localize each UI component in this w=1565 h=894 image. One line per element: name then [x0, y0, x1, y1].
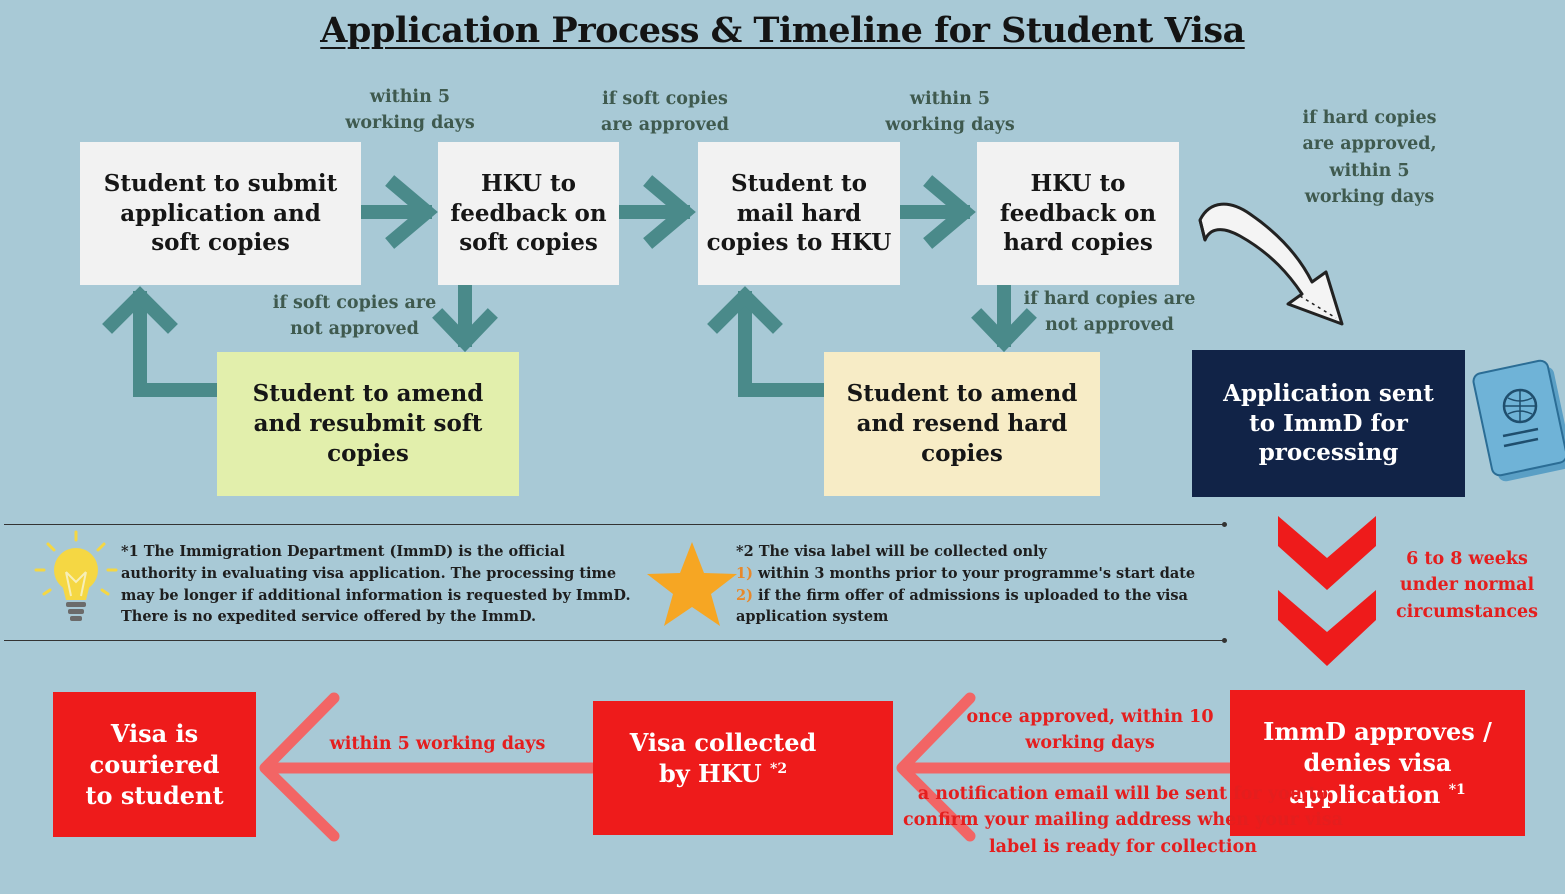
footnote-2-heading: *2 The visa label will be collected only: [736, 543, 1047, 560]
divider-top: [4, 524, 1226, 525]
divider-bottom: [4, 640, 1226, 641]
passport-icon: [1472, 359, 1565, 482]
label-soft-approved: if soft copies are approved: [600, 89, 730, 136]
star-icon: [647, 542, 737, 626]
divider-top-end: [1222, 522, 1227, 527]
label-within-5-days-2: within 5 working days: [885, 89, 1015, 136]
label-soft-not-approved: if soft copies are not approved: [272, 293, 437, 340]
label-within-5-days-1: within 5 working days: [345, 87, 475, 134]
red-chevrons: [1278, 516, 1376, 666]
step-resend-hard: Student to amend and resend hard copies: [824, 352, 1100, 496]
step-visa-collected: Visa collected by HKU *2: [593, 701, 893, 835]
arrow-resubmit-loop: [133, 291, 223, 397]
arrow-resend-loop: [738, 291, 830, 397]
label-once-approved: once approved, within 10 working days: [966, 707, 1214, 754]
step-mail-hard: Student to mail hard copies to HKU: [698, 142, 900, 285]
footnote-2-item-1: 1) within 3 months prior to your program…: [736, 564, 1196, 582]
footnote-2: *2 The visa label will be collected only…: [736, 541, 1221, 628]
step-submit: Student to submit application and soft c…: [80, 142, 361, 285]
label-processing-weeks: 6 to 8 weeks under normal circumstances: [1395, 549, 1539, 622]
label-hard-approved: if hard copies are approved, within 5 wo…: [1302, 108, 1437, 207]
step-resubmit-soft: Student to amend and resubmit soft copie…: [217, 352, 519, 496]
curved-arrow-to-immd: [1198, 202, 1344, 326]
label-notification-email: a notification email will be sent for yo…: [903, 784, 1343, 857]
step-visa-couriered: Visa is couriered to student: [53, 692, 256, 837]
footnote-ref-1: *1: [1448, 781, 1466, 798]
label-within-5-days-3: within 5 working days: [329, 734, 546, 754]
step-immd-decision: ImmD approves / denies visa application …: [1230, 690, 1525, 836]
footnote-2-item-2: 2) if the firm offer of admissions is up…: [736, 586, 1188, 626]
page-title: Application Process & Timeline for Stude…: [320, 10, 1245, 51]
lightbulb-icon: [34, 530, 118, 621]
label-hard-not-approved: if hard copies are not approved: [1023, 289, 1196, 336]
footnote-ref-2: *2: [770, 761, 788, 777]
step-sent-immd: Application sent to ImmD for processing: [1192, 350, 1465, 497]
divider-bottom-end: [1222, 638, 1227, 643]
step-feedback-hard: HKU to feedback on hard copies: [977, 142, 1179, 285]
step-feedback-soft: HKU to feedback on soft copies: [438, 142, 619, 285]
footnote-1: *1 The Immigration Department (ImmD) is …: [121, 543, 631, 626]
